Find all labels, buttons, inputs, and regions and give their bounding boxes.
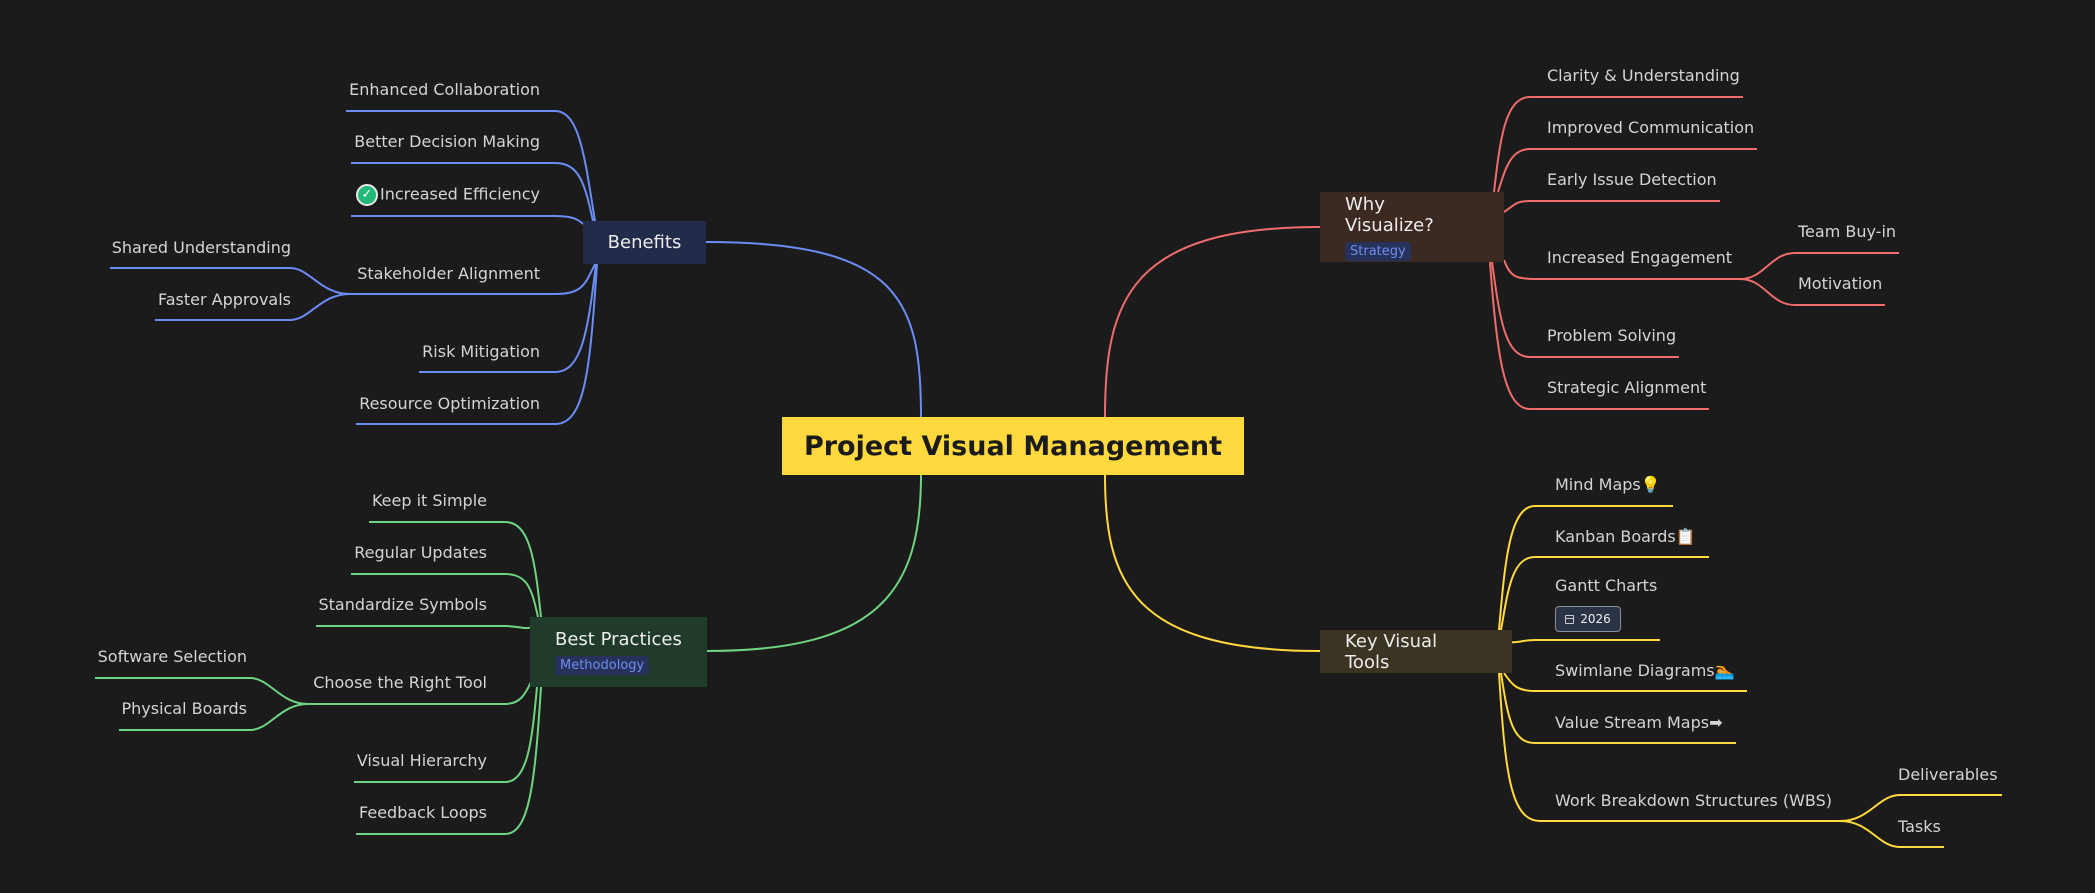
leaf-label: Motivation bbox=[1798, 274, 1883, 293]
branch-label: Why Visualize? bbox=[1345, 193, 1434, 236]
leaf-swimlane-diagrams[interactable]: Swimlane Diagrams🏊 bbox=[1555, 661, 1735, 681]
leaf-kanban-boards[interactable]: Kanban Boards📋 bbox=[1555, 527, 1696, 547]
leaf-label: Clarity & Understanding bbox=[1547, 66, 1740, 85]
leaf-wbs[interactable]: Work Breakdown Structures (WBS) bbox=[1555, 791, 1832, 811]
leaf-stakeholder-alignment[interactable]: Stakeholder Alignment bbox=[357, 264, 540, 284]
tag-methodology: Methodology bbox=[555, 656, 650, 675]
branch-best-practices[interactable]: Best Practices Methodology bbox=[530, 617, 707, 687]
leaf-label: Shared Understanding bbox=[111, 238, 291, 257]
leaf-label: Choose the Right Tool bbox=[313, 673, 487, 692]
root-label: Project Visual Management bbox=[803, 430, 1223, 462]
leaf-shared-understanding[interactable]: Shared Understanding bbox=[112, 238, 291, 258]
leaf-visual-hierarchy[interactable]: Visual Hierarchy bbox=[357, 751, 487, 771]
leaf-label: Improved Communication bbox=[1547, 118, 1755, 137]
leaf-deliverables[interactable]: Deliverables bbox=[1898, 765, 1998, 785]
leaf-label: Tasks bbox=[1898, 817, 1941, 836]
leaf-label: Better Decision Making bbox=[354, 132, 540, 151]
leaf-early-issue-detection[interactable]: Early Issue Detection bbox=[1547, 170, 1717, 190]
leaf-enhanced-collaboration[interactable]: Enhanced Collaboration bbox=[349, 80, 540, 100]
leaf-label: Problem Solving bbox=[1547, 326, 1677, 345]
leaf-label: Swimlane Diagrams🏊 bbox=[1555, 661, 1735, 680]
leaf-label: Mind Maps💡 bbox=[1555, 475, 1661, 494]
leaf-regular-updates[interactable]: Regular Updates bbox=[354, 543, 487, 563]
calendar-icon bbox=[1565, 614, 1575, 624]
branch-why-visualize[interactable]: Why Visualize? Strategy bbox=[1320, 192, 1504, 262]
leaf-label: Physical Boards bbox=[121, 699, 247, 718]
branch-label: Benefits bbox=[607, 232, 682, 253]
leaf-label: Deliverables bbox=[1898, 765, 1998, 784]
leaf-strategic-alignment[interactable]: Strategic Alignment bbox=[1547, 378, 1706, 398]
leaf-label: Resource Optimization bbox=[359, 394, 540, 413]
branch-benefits[interactable]: Benefits bbox=[583, 221, 706, 264]
tag-strategy: Strategy bbox=[1345, 241, 1411, 261]
leaf-label: Value Stream Maps➡ bbox=[1555, 713, 1723, 732]
leaf-label: Visual Hierarchy bbox=[356, 751, 487, 770]
branch-key-visual-tools[interactable]: Key Visual Tools bbox=[1320, 630, 1512, 673]
leaf-problem-solving[interactable]: Problem Solving bbox=[1547, 326, 1676, 346]
date-badge[interactable]: 2026 bbox=[1555, 606, 1621, 632]
leaf-label: Software Selection bbox=[97, 647, 247, 666]
leaf-label: Increased Engagement bbox=[1547, 248, 1733, 267]
leaf-keep-it-simple[interactable]: Keep it Simple bbox=[372, 491, 487, 511]
leaf-label: Team Buy-in bbox=[1798, 222, 1897, 241]
leaf-label: Early Issue Detection bbox=[1547, 170, 1717, 189]
leaf-label: Enhanced Collaboration bbox=[349, 80, 540, 99]
leaf-mind-maps[interactable]: Mind Maps💡 bbox=[1555, 475, 1661, 495]
leaf-label: Keep it Simple bbox=[371, 491, 487, 510]
leaf-faster-approvals[interactable]: Faster Approvals bbox=[158, 290, 291, 310]
date-badge-label: 2026 bbox=[1580, 612, 1611, 626]
leaf-feedback-loops[interactable]: Feedback Loops bbox=[359, 803, 487, 823]
leaf-label: Faster Approvals bbox=[158, 290, 291, 309]
leaf-label: Feedback Loops bbox=[359, 803, 487, 822]
leaf-value-stream-maps[interactable]: Value Stream Maps➡ bbox=[1555, 713, 1723, 733]
leaf-label: Regular Updates bbox=[354, 543, 487, 562]
leaf-label: Work Breakdown Structures (WBS) bbox=[1555, 791, 1832, 810]
leaf-clarity-understanding[interactable]: Clarity & Understanding bbox=[1547, 66, 1740, 86]
leaf-team-buy-in[interactable]: Team Buy-in bbox=[1798, 222, 1896, 242]
leaf-better-decision-making[interactable]: Better Decision Making bbox=[354, 132, 540, 152]
branch-label: Best Practices bbox=[555, 629, 682, 650]
leaf-physical-boards[interactable]: Physical Boards bbox=[121, 699, 247, 719]
leaf-improved-communication[interactable]: Improved Communication bbox=[1547, 118, 1754, 138]
leaf-motivation[interactable]: Motivation bbox=[1798, 274, 1882, 294]
leaf-gantt-charts[interactable]: Gantt Charts bbox=[1555, 576, 1657, 596]
root-node[interactable]: Project Visual Management bbox=[782, 417, 1244, 475]
leaf-label: Gantt Charts bbox=[1555, 576, 1658, 595]
leaf-tasks[interactable]: Tasks bbox=[1898, 817, 1941, 837]
leaf-label: Risk Mitigation bbox=[422, 342, 540, 361]
leaf-label: Kanban Boards📋 bbox=[1555, 527, 1696, 546]
leaf-label: Stakeholder Alignment bbox=[357, 264, 540, 283]
leaf-standardize-symbols[interactable]: Standardize Symbols bbox=[319, 595, 488, 615]
leaf-choose-right-tool[interactable]: Choose the Right Tool bbox=[313, 673, 487, 693]
check-circle-icon: ✓ bbox=[355, 184, 378, 206]
leaf-increased-efficiency[interactable]: ✓Increased Efficiency bbox=[355, 184, 540, 206]
leaf-label: Strategic Alignment bbox=[1547, 378, 1707, 397]
leaf-resource-optimization[interactable]: Resource Optimization bbox=[359, 394, 540, 414]
leaf-label: Increased Efficiency bbox=[379, 184, 540, 204]
leaf-risk-mitigation[interactable]: Risk Mitigation bbox=[422, 342, 540, 362]
leaf-software-selection[interactable]: Software Selection bbox=[98, 647, 247, 667]
leaf-increased-engagement[interactable]: Increased Engagement bbox=[1547, 248, 1732, 268]
branch-label: Key Visual Tools bbox=[1345, 630, 1438, 673]
leaf-label: Standardize Symbols bbox=[318, 595, 488, 614]
